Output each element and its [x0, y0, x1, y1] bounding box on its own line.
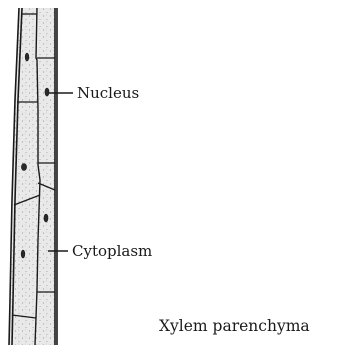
diagram-caption: Xylem parenchyma — [159, 317, 310, 335]
nucleus-shape — [25, 53, 29, 61]
nucleus-shape — [21, 164, 26, 171]
nucleus-label: Nucleus — [77, 84, 139, 102]
nucleus-shape — [21, 250, 25, 258]
cytoplasm-label: Cytoplasm — [72, 242, 152, 260]
nucleus-shape — [45, 88, 49, 96]
nucleus-shape — [44, 214, 48, 222]
